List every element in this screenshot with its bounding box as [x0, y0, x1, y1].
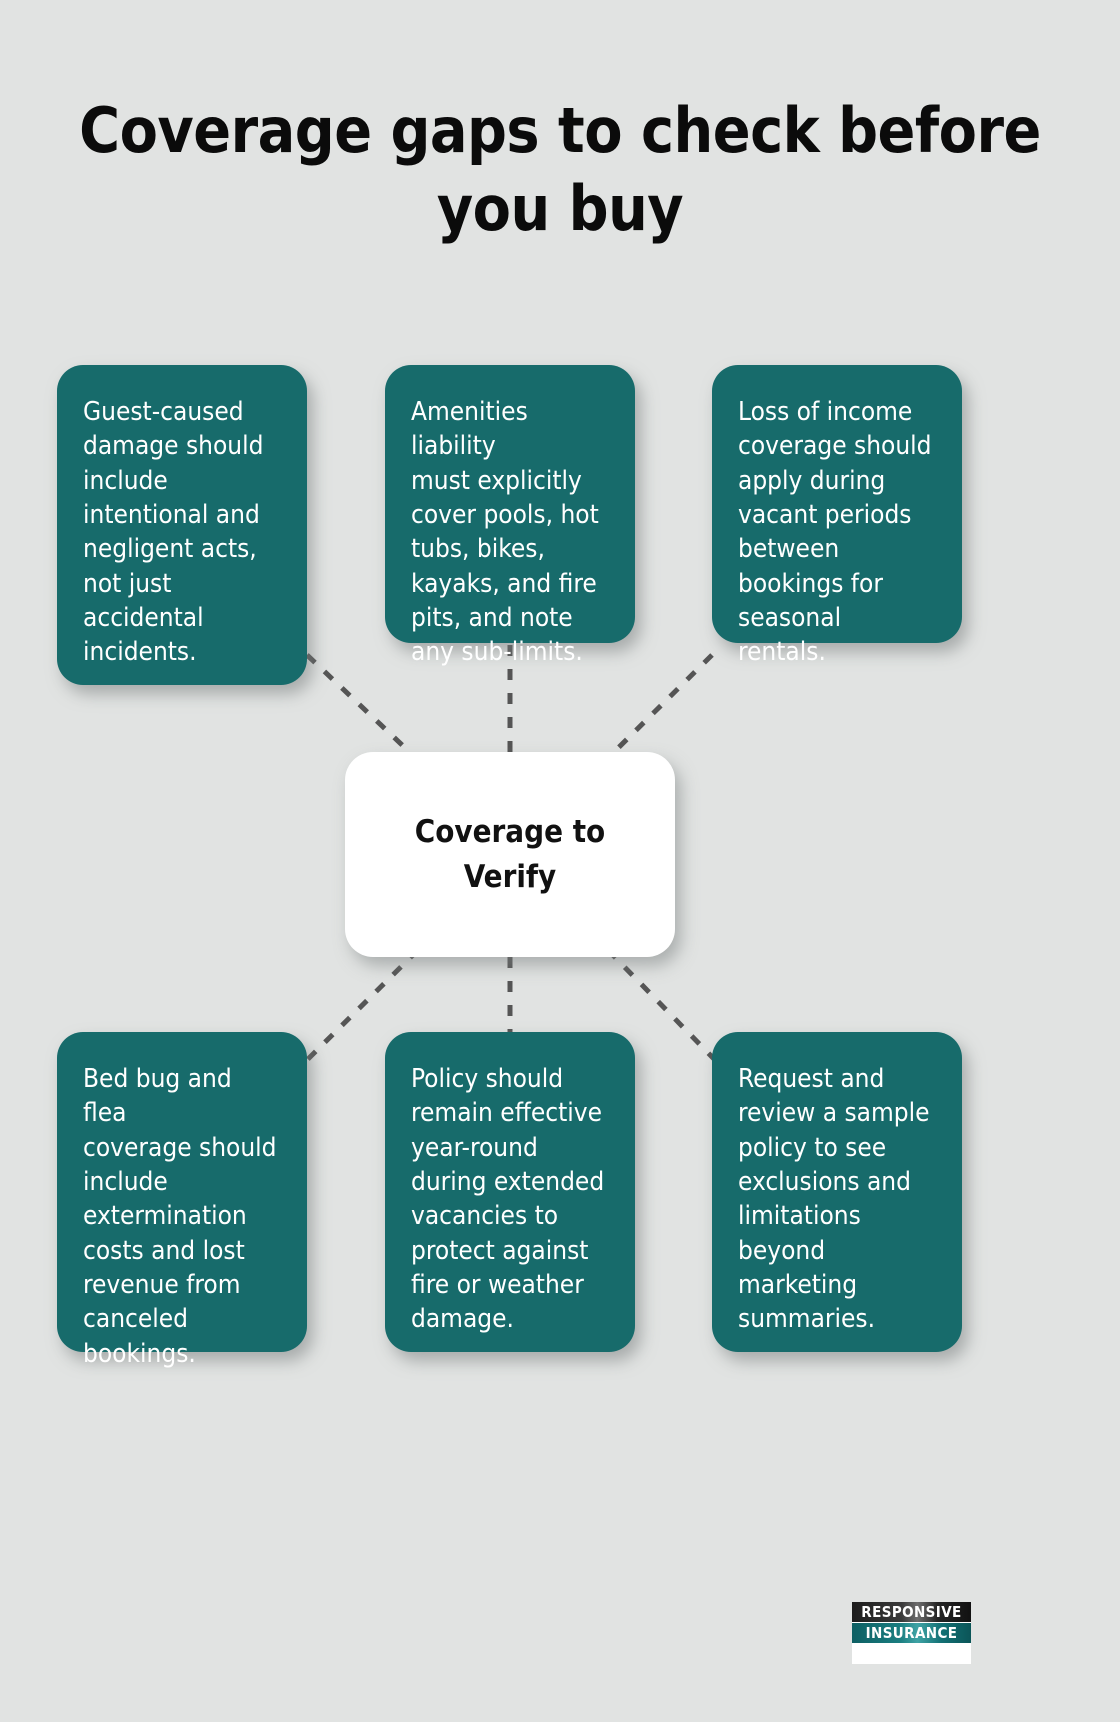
card-sample-policy-review[interactable]: Request and review a sample policy to se… — [712, 1032, 962, 1352]
card-guest-caused-damage[interactable]: Guest-caused damage should include inten… — [57, 365, 307, 685]
card-text: Bed bug and flea coverage should include… — [83, 1064, 277, 1369]
card-text: Guest-caused damage should include inten… — [83, 397, 264, 668]
logo-line-insurance: INSURANCE — [852, 1623, 971, 1643]
brand-logo: RESPONSIVE INSURANCE — [852, 1602, 971, 1664]
card-amenities-liability[interactable]: Amenities liability must explicitly cove… — [385, 365, 635, 667]
connector-top-left — [305, 653, 420, 762]
card-text: Policy should remain effective year-roun… — [411, 1064, 605, 1335]
page-title: Coverage gaps to check before you buy — [79, 94, 1041, 245]
connector-top-right — [606, 653, 714, 760]
logo-spacer — [852, 1643, 971, 1663]
card-text: Amenities liability must explicitly cove… — [411, 397, 599, 668]
card-bed-bug-flea-coverage[interactable]: Bed bug and flea coverage should include… — [57, 1032, 307, 1369]
card-year-round-policy[interactable]: Policy should remain effective year-roun… — [385, 1032, 635, 1352]
center-node-label: Coverage to Verify — [414, 814, 606, 895]
logo-line-responsive: RESPONSIVE — [852, 1602, 971, 1622]
card-text: Loss of income coverage should apply dur… — [738, 397, 932, 668]
center-node-coverage-to-verify[interactable]: Coverage to Verify — [345, 752, 675, 957]
card-loss-of-income[interactable]: Loss of income coverage should apply dur… — [712, 365, 962, 667]
card-text: Request and review a sample policy to se… — [738, 1064, 930, 1335]
